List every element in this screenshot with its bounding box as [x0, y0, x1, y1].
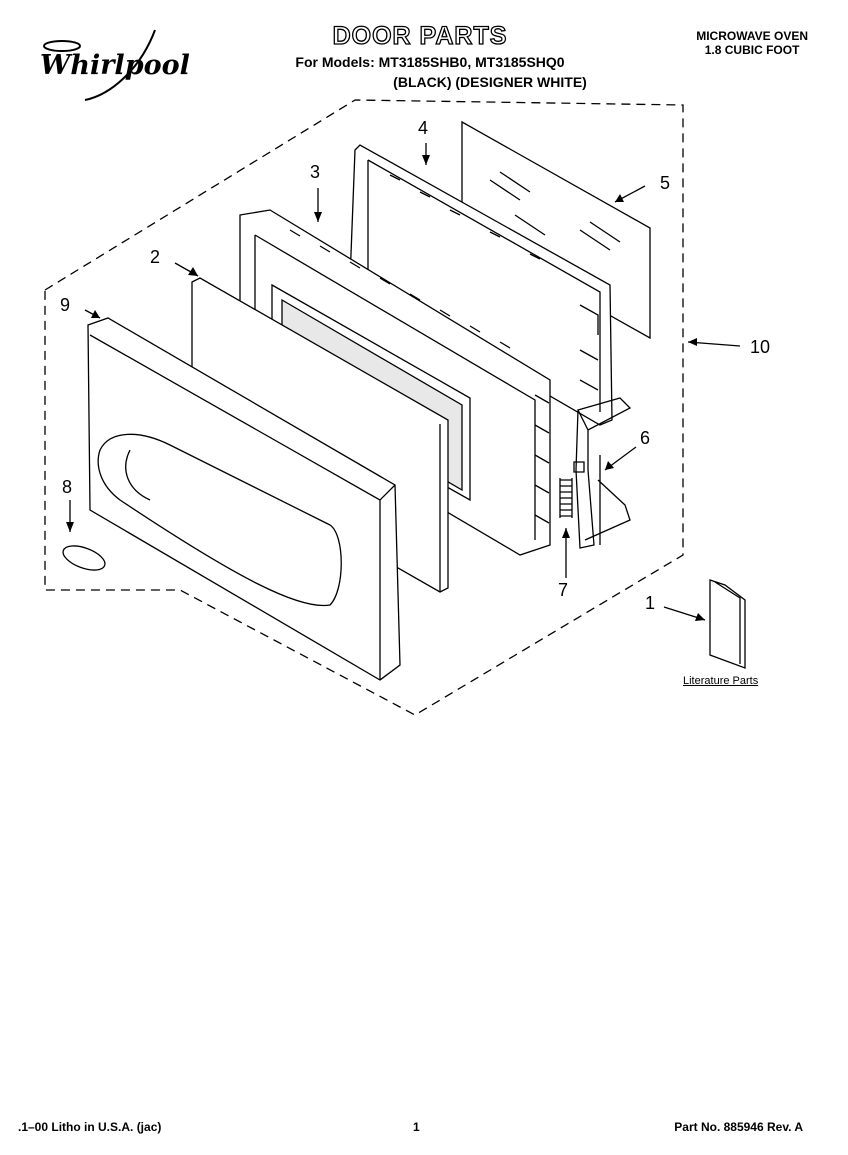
callout-9: 9 [60, 295, 71, 315]
part-6-latch [573, 397, 632, 549]
callout-10: 10 [750, 337, 771, 357]
footer-page-number: 1 [413, 1120, 420, 1134]
footer-litho: .1–00 Litho in U.S.A. (jac) [18, 1120, 162, 1134]
callout-1: 1 [645, 593, 656, 613]
product-info: MICROWAVE OVEN 1.8 CUBIC FOOT [696, 29, 808, 57]
brand-name: Whirlpool [40, 50, 190, 81]
product-line-2: 1.8 CUBIC FOOT [704, 43, 800, 57]
callout-3: 3 [310, 162, 321, 182]
colors-line: (BLACK) (DESIGNER WHITE) [393, 74, 587, 90]
footer-part-number: Part No. 885946 Rev. A [674, 1120, 803, 1134]
part-8-badge [62, 545, 106, 571]
part-1-literature [709, 579, 746, 669]
callout-2: 2 [150, 247, 161, 267]
callout-5: 5 [660, 173, 671, 193]
callout-7: 7 [558, 580, 569, 600]
arrowheads [66, 155, 705, 621]
logo-swoosh-icon [43, 29, 156, 101]
models-line: For Models: MT3185SHB0, MT3185SHQ0 [295, 54, 565, 70]
part-9-door-frame [87, 317, 401, 681]
part-7-spring [559, 478, 573, 518]
callout-6: 6 [640, 428, 651, 448]
callout-8: 8 [62, 477, 73, 497]
page-title: DOOR PARTS [332, 21, 508, 50]
literature-parts-label: Literature Parts [683, 675, 759, 687]
assembly-boundary [44, 99, 684, 716]
product-line-1: MICROWAVE OVEN [696, 29, 808, 43]
callout-4: 4 [418, 118, 429, 138]
